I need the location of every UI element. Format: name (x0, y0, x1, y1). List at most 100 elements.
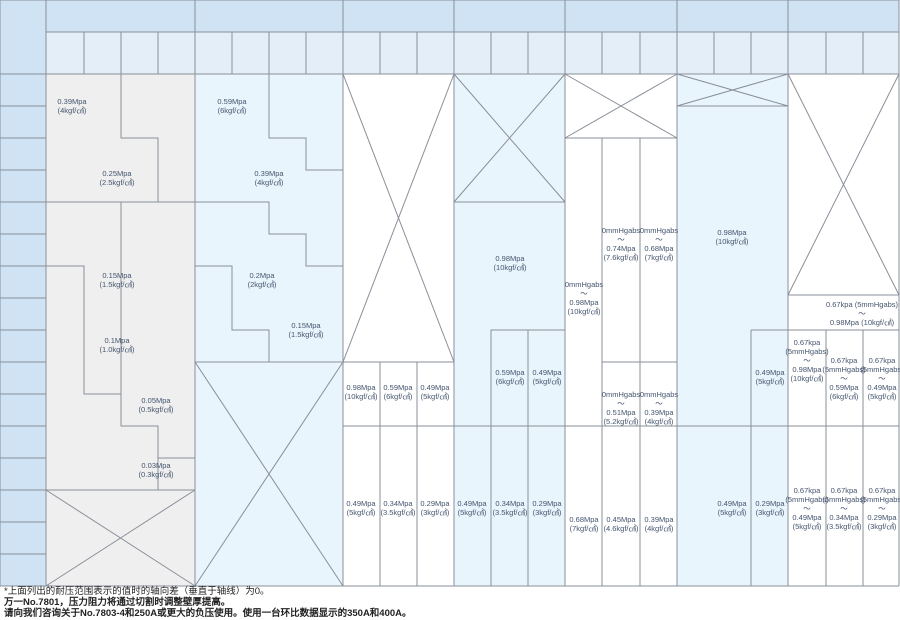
pressure-label-line: (0.5kgf/㎠) (138, 405, 174, 414)
pressure-label: 0.39Mpa(4kgf/㎠) (614, 515, 704, 533)
pressure-label-line: 0.1Mpa (104, 336, 130, 345)
pressure-label-line: 0.98Mpa (792, 364, 822, 374)
size-cell (0, 362, 46, 394)
pressure-label: 0.59Mpa(6kgf/㎠) (187, 97, 277, 115)
temp-header (677, 32, 714, 74)
size-cell (0, 426, 46, 458)
pressure-label: 0.67kpa(5mmHgabs)～0.59Mpa(6kgf/㎠) (799, 356, 889, 401)
group-header-g78063 (788, 0, 899, 32)
pressure-label-line: ～ (655, 399, 663, 408)
pressure-label-line: (5kgf/㎠) (755, 377, 785, 386)
size-cell (0, 490, 46, 522)
pressure-label-line: (5mmHgabs) (822, 364, 866, 374)
pressure-label: 0.49Mpa(5kgf/㎠) (316, 499, 406, 517)
pressure-label: 0.15Mpa(1.5kgf/㎠) (261, 321, 351, 339)
pressure-label-line: 0.49Mpa (346, 499, 376, 508)
pressure-label-line: (5mmHgabs) (785, 346, 829, 356)
pressure-label-line: (5mmHgabs) (785, 494, 829, 504)
pressure-label: 0.05Mpa(0.5kgf/㎠) (111, 396, 201, 414)
pressure-label-line: 0.59Mpa (383, 383, 413, 392)
pressure-label: 0.68Mpa(7kgf/㎠) (539, 515, 629, 533)
pressure-label-line: (1.5kgf/㎠) (288, 330, 324, 339)
pressure-label-line: ～ (840, 373, 848, 383)
pressure-label: 0.49Mpa(5kgf/㎠) (725, 368, 815, 386)
size-cell (0, 234, 46, 266)
pressure-label-line: (5mmHgabs) (860, 494, 900, 504)
step-7803-1 (195, 201, 343, 267)
pressure-label-line: 0.67kpa (830, 485, 858, 495)
pressure-label: 0mmHgabs～0.39Mpa(4kgf/㎠) (614, 390, 704, 426)
pressure-label: 0.39Mpa(4kgf/㎠) (224, 169, 314, 187)
temp-header (121, 32, 158, 74)
size-cell (0, 202, 46, 234)
pressure-label-line: 0.51Mpa (606, 408, 636, 417)
temp-header (306, 32, 343, 74)
pressure-label-line: 0.49Mpa (755, 368, 785, 377)
pressure-label-line: 0.34Mpa (383, 499, 413, 508)
size-cell (0, 330, 46, 362)
group-header-g78034 (565, 0, 677, 32)
temp-header (751, 32, 788, 74)
pressure-label-line: 0.98Mpa (495, 254, 525, 263)
temp-header (714, 32, 751, 74)
pressure-label-line: (3.5kgf/㎠) (492, 508, 528, 517)
size-cell (0, 266, 46, 298)
pressure-label-line: (3kgf/㎠) (755, 508, 785, 517)
pressure-label: 0mmHgabs～0.98Mpa(10kgf/㎠) (539, 280, 629, 316)
pressure-label-line: 0.49Mpa (792, 512, 822, 522)
pressure-label-line: 0.15Mpa (102, 271, 132, 280)
pressure-label-line: (1.5kgf/㎠) (99, 280, 135, 289)
temp-header (343, 32, 380, 74)
temp-header (826, 32, 863, 74)
pressure-label-line: (6kgf/㎠) (383, 392, 413, 401)
pressure-label-line: 0.49Mpa (717, 499, 747, 508)
pressure-label: 0.67kpa(5mmHgabs)～0.49Mpa(5kgf/㎠) (837, 356, 900, 401)
step-7801 (46, 265, 195, 459)
pressure-label-line: (4kgf/㎠) (254, 178, 284, 187)
bg-7803-4 (565, 74, 677, 586)
temp-header (195, 32, 232, 74)
group-header-g78031 (195, 0, 343, 32)
size-cell (0, 298, 46, 330)
pressure-label-line: 0.67kpa (830, 355, 858, 365)
pressure-label-line: 0.03Mpa (141, 461, 171, 470)
pressure-label: 0.67kpa(5mmHgabs)～0.98Mpa(10kgf/㎠) (762, 338, 852, 383)
pressure-label: 0.59Mpa(6kgf/㎠) (353, 383, 443, 401)
pressure-label-line: 0mmHgabs (601, 226, 641, 235)
pressure-label-line: (10kgf/㎠) (790, 373, 824, 383)
pressure-label-line: (5kgf/㎠) (792, 521, 822, 531)
pressure-label-line: (1.0kgf/㎠) (99, 345, 135, 354)
pressure-label-line: (4kgf/㎠) (57, 106, 87, 115)
pressure-label-line: 0mmHgabs (601, 390, 641, 399)
pressure-label-line: 0.98Mpa (346, 383, 376, 392)
pressure-label-line: 0.67kpa (868, 485, 896, 495)
na-cross (342, 73, 455, 363)
pressure-label-line: 0.68Mpa (644, 244, 674, 253)
temp-header (84, 32, 121, 74)
temp-header (863, 32, 899, 74)
temp-header (46, 32, 84, 74)
pressure-label-line: 0.67kpa (5mmHgabs) (825, 299, 899, 309)
na-cross (453, 73, 566, 203)
pressure-label: 0.34Mpa(3.5kgf/㎠) (465, 499, 555, 517)
pressure-label: 0.98Mpa(10kgf/㎠) (465, 254, 555, 272)
pressure-label-line: 0.39Mpa (644, 408, 674, 417)
group-header-g7801 (46, 0, 195, 32)
pressure-label: 0.45Mpa(4.6kgf/㎠) (576, 515, 666, 533)
pressure-label-line: (5kgf/㎠) (457, 508, 487, 517)
pressure-label-line: 0.59Mpa (217, 97, 247, 106)
pressure-label-line: 0.49Mpa (457, 499, 487, 508)
pressure-label-line: (0.3kgf/㎠) (138, 470, 174, 479)
pressure-label-line: (3kgf/㎠) (420, 508, 450, 517)
pressure-label: 0.67kpa(5mmHgabs)～0.34Mpa(3.5kgf/㎠) (799, 486, 889, 531)
caliber-label (0, 32, 46, 74)
pressure-label: 0.34Mpa(3.5kgf/㎠) (353, 499, 443, 517)
pressure-label-line: ～ (580, 289, 588, 298)
pressure-label-line: (5mmHgabs) (860, 364, 900, 374)
pressure-label: 0mmHgabs～0.51Mpa(5.2kgf/㎠) (576, 390, 666, 426)
pressure-label-line: 0.29Mpa (755, 499, 785, 508)
temp-header (565, 32, 602, 74)
pressure-label-line: ～ (617, 399, 625, 408)
size-cell (0, 138, 46, 170)
